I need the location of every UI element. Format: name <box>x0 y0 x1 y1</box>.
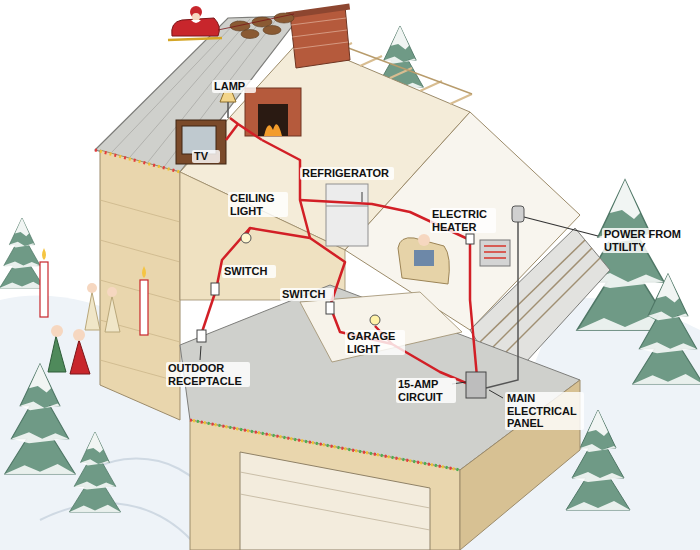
callout-label: 15-AMP CIRCUIT <box>396 378 456 403</box>
tv <box>176 120 226 164</box>
main-panel <box>466 372 486 398</box>
switch-plate <box>326 302 334 314</box>
outdoor-receptacle <box>197 330 206 342</box>
lamp <box>220 92 236 118</box>
callout-label: REFRIGERATOR <box>300 167 394 180</box>
callout-label: GARAGE LIGHT <box>345 330 405 355</box>
outlet <box>466 234 474 244</box>
refrigerator <box>326 184 368 246</box>
fireplace <box>245 88 301 136</box>
circuit-wiring <box>202 118 478 388</box>
garage-light <box>370 315 380 325</box>
ceiling-light <box>241 233 251 243</box>
switch-plate <box>211 283 219 295</box>
callout-label: CEILING LIGHT <box>228 192 288 217</box>
electric-heater <box>480 240 510 266</box>
callout-label: TV <box>192 150 220 163</box>
santa-sleigh <box>168 6 294 40</box>
callout-label: SWITCH <box>280 288 334 301</box>
armchair <box>398 234 449 284</box>
callout-label: POWER FROM UTILITY <box>602 228 692 253</box>
carolers <box>48 283 120 374</box>
callout-label: OUTDOOR RECEPTACLE <box>166 362 250 387</box>
callout-label: LAMP <box>212 80 256 93</box>
callout-label: ELECTRIC HEATER <box>430 208 496 233</box>
callout-label: MAIN ELECTRICAL PANEL <box>505 392 584 430</box>
callout-label: SWITCH <box>222 265 276 278</box>
electric-meter <box>512 206 524 222</box>
